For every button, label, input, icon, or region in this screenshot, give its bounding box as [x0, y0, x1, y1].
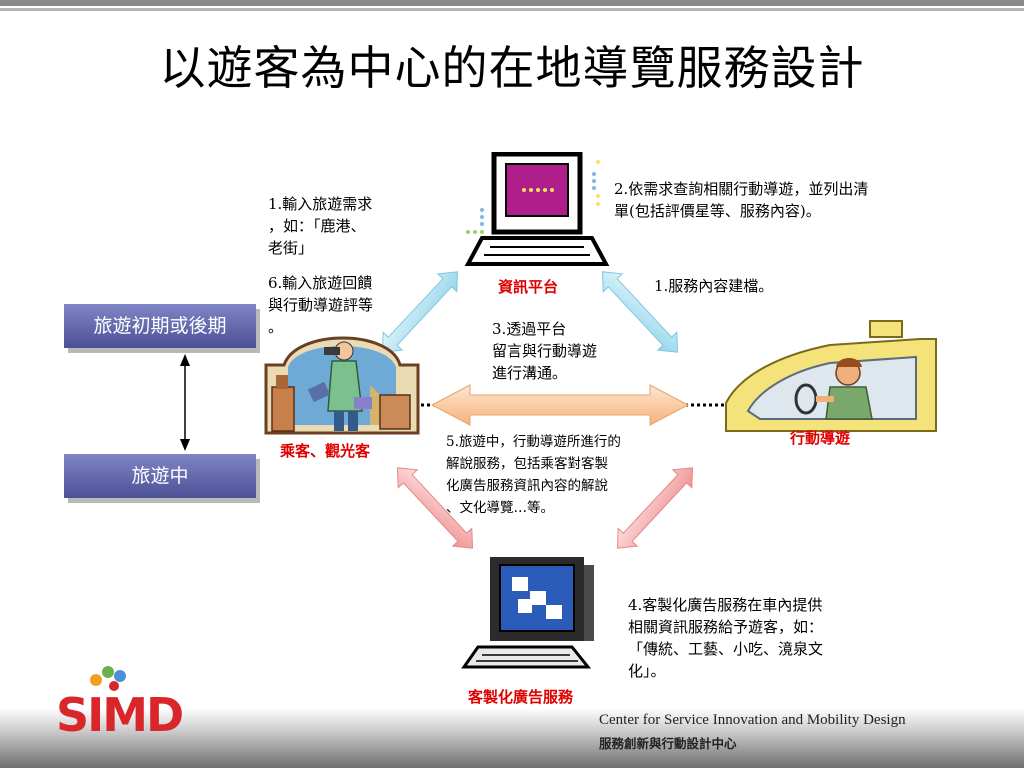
arrow-passenger-guide [430, 384, 690, 426]
step-1b-note: 1.服務內容建檔。 [654, 275, 773, 297]
step-3-line: 3.透過平台 [492, 320, 567, 338]
computer-terminal-icon [464, 152, 610, 266]
step-6-line: 6.輸入旅遊回饋 [268, 274, 373, 292]
step-5-note: 5.旅遊中，行動導遊所進行的 解說服務，包括乘客對客製 化廣告服務資訊內容的解說… [446, 431, 621, 519]
platform-label: 資訊平台 [498, 278, 559, 296]
step-6-note: 6.輸入旅遊回饋 與行動導遊評等 。 [268, 272, 373, 338]
step-5-line: 化廣告服務資訊內容的解說 [446, 478, 608, 494]
step-3-line: 進行溝通。 [492, 364, 568, 382]
top-rule [0, 0, 1024, 6]
step-4-line: 4.客製化廣告服務在車內提供 [628, 596, 823, 614]
arrow-passenger-ad [396, 467, 474, 549]
top-rule-thin [0, 8, 1024, 11]
phase-early-late-box: 旅遊初期或後期 [64, 304, 256, 348]
arrow-ad-guide [616, 467, 694, 549]
step-3-line: 留言與行動導遊 [492, 342, 598, 360]
step-1-line: ，如：「鹿港、 [268, 217, 366, 235]
step-5-line: 5.旅遊中，行動導遊所進行的 [446, 434, 621, 450]
arrow-passenger-platform [381, 271, 459, 353]
step-2-line: 2.依需求查詢相關行動導遊，並列出清 [614, 180, 869, 198]
step-4-line: 相關資訊服務給予遊客，如： [628, 618, 824, 636]
step-3-note: 3.透過平台 留言與行動導遊 進行溝通。 [492, 318, 597, 384]
step-6-line: 與行動導遊評等 [268, 296, 374, 314]
footer-band [0, 708, 1024, 768]
center-name-en: Center for Service Innovation and Mobili… [599, 712, 906, 728]
step-4-line: 化」。 [628, 662, 666, 680]
ad-service-label: 客製化廣告服務 [468, 688, 574, 706]
step-1b-line: 1.服務內容建檔。 [654, 277, 774, 295]
step-5-line: 、文化導覽…等。 [446, 500, 554, 516]
passenger-label: 乘客、觀光客 [280, 442, 371, 460]
center-name-zh: 服務創新與行動設計中心 [599, 736, 737, 751]
arrow-platform-guide [601, 271, 679, 353]
step-4-line: 「傳統、工藝、小吃、滰泉文 [628, 640, 824, 658]
page-title: 以遊客為中心的在地導覽服務設計 [159, 41, 865, 95]
tourist-photographer-icon [264, 336, 420, 435]
simd-logo: SIMD [56, 688, 184, 742]
step-2-line: 單(包括評價星等、服務內容)。 [614, 202, 821, 220]
step-1-note: 1.輸入旅遊需求 ，如：「鹿港、 老街」 [268, 193, 372, 259]
step-2-note: 2.依需求查詢相關行動導遊，並列出清 單(包括評價星等、服務內容)。 [614, 178, 868, 222]
taxi-driver-icon [725, 320, 937, 432]
step-1-line: 1.輸入旅遊需求 [268, 195, 373, 213]
logo-sprout-icon [90, 666, 126, 691]
step-1-line: 老街」 [268, 239, 314, 257]
phase-double-arrow [180, 354, 190, 451]
guide-label: 行動導遊 [790, 429, 851, 447]
step-4-note: 4.客製化廣告服務在車內提供 相關資訊服務給予遊客，如： 「傳統、工藝、小吃、滰… [628, 594, 823, 682]
phase-during-box: 旅遊中 [64, 454, 256, 498]
step-5-line: 解說服務，包括乘客對客製 [446, 456, 608, 472]
desktop-monitor-icon [461, 557, 594, 669]
step-6-line: 。 [268, 318, 284, 336]
